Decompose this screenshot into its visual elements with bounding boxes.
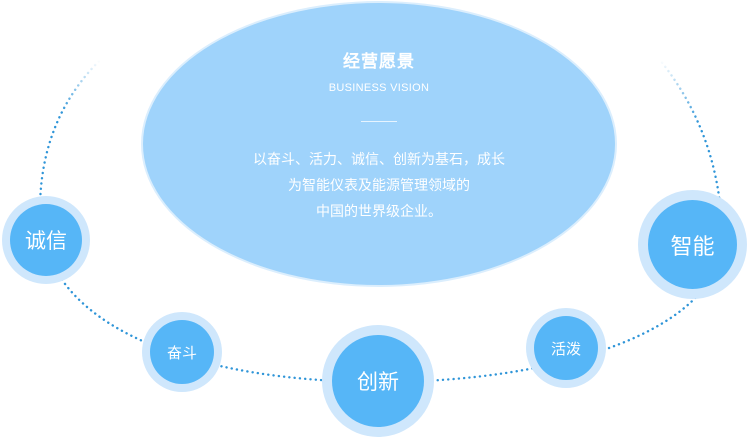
- vision-divider: [361, 121, 397, 122]
- value-node-intelligence: 智能: [638, 190, 747, 299]
- vision-line: 为智能仪表及能源管理领域的: [288, 178, 470, 194]
- vision-line: 中国的世界级企业。: [316, 204, 442, 220]
- orbit-arc-left: [38, 58, 102, 212]
- value-label-vitality: 活泼: [534, 316, 598, 380]
- value-label-integrity: 诚信: [10, 204, 82, 276]
- orbit-arc-right: [658, 58, 724, 242]
- value-label-striving: 奋斗: [150, 320, 214, 384]
- value-label-intelligence: 智能: [648, 200, 737, 289]
- vision-subtitle: BUSINESS VISION: [328, 82, 430, 94]
- vision-title: 经营愿景: [343, 52, 415, 72]
- value-node-vitality: 活泼: [526, 308, 606, 388]
- value-node-innovation: 创新: [322, 325, 434, 437]
- vision-statement: 以奋斗、活力、诚信、创新为基石，成长 为智能仪表及能源管理领域的 中国的世界级企…: [143, 147, 615, 225]
- value-node-striving: 奋斗: [142, 312, 222, 392]
- vision-ellipse: 经营愿景 BUSINESS VISION 以奋斗、活力、诚信、创新为基石，成长 …: [143, 3, 615, 285]
- vision-line: 以奋斗、活力、诚信、创新为基石，成长: [253, 152, 505, 168]
- value-label-innovation: 创新: [332, 335, 424, 427]
- value-node-integrity: 诚信: [2, 196, 90, 284]
